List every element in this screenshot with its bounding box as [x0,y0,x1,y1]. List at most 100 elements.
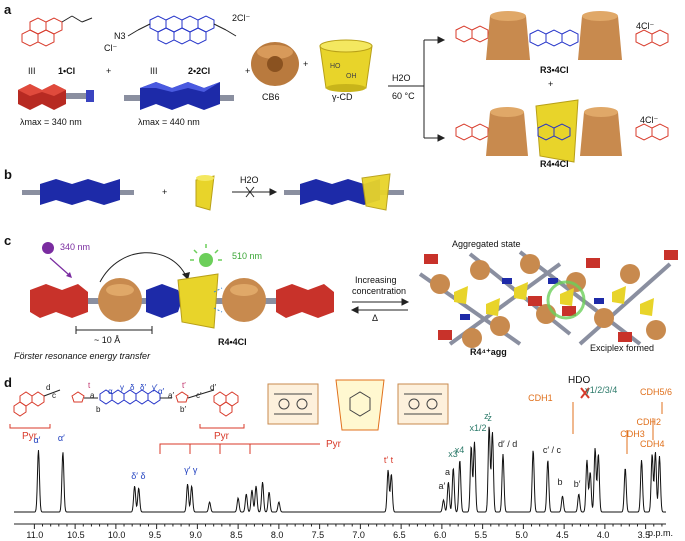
tick-label: 3.5 [637,530,651,540]
peak-label: x1/2 [469,423,487,433]
plus-1: + [106,66,112,76]
panel-b-graphics [22,173,404,211]
peak-label: α′ [57,433,65,443]
condition-solvent: H2O [392,73,411,83]
arrow-bottom-label: Δ [372,313,379,323]
peak-label: α′ [33,435,41,445]
emission-glow-icon [190,244,222,267]
compound-r4-c-label: R4•4Cl [218,337,247,347]
tick-label: 10.0 [107,530,126,540]
dichloride-label: 2Cl⁻ [232,13,251,23]
fret-label: Förster resonance energy transfer [14,351,151,361]
spectrum-trace [14,426,666,513]
counterion-r4: 4Cl⁻ [640,115,659,125]
peak-label: z [487,413,492,423]
pyrene-model-1 [18,84,94,110]
panel-a-graphics: HO OH [18,11,669,163]
panel-c-graphics [30,242,678,348]
axle-viologen-b2 [284,173,404,211]
structure-label: d [46,383,51,392]
tick-label: 4.0 [596,530,610,540]
exciplex-highlight [546,280,586,320]
structure-label: b′ [180,405,186,414]
gamma-cd-b [195,175,215,211]
excitation-light-icon [42,242,54,254]
structure-label: δ [130,383,135,392]
tick-label: 8.0 [270,530,284,540]
structure-label: γ [120,383,124,392]
tick-label: 5.5 [474,530,488,540]
cb6-model [251,42,299,86]
hdo-label: HDO [568,375,591,386]
pyr-peak-label: Pyr [326,439,341,450]
pyr-right-label: Pyr [214,431,229,442]
counterion-r3: 4Cl⁻ [636,21,655,31]
tick-label: 9.5 [148,530,162,540]
blocked-arrow [232,186,278,198]
viologen-model-2 [124,82,234,110]
peak-label: c′ / c [542,445,562,455]
peak-label: b′ [573,479,581,489]
condition-b: H2O [240,175,259,185]
structure-label: a′ [168,391,174,400]
peak-label: CDH3 [620,429,645,439]
pyr-left-label: Pyr [22,431,37,442]
peak-label: a′ [438,481,446,491]
peak-label: CDH2 [636,417,662,427]
products-plus: + [548,79,554,89]
peak-label: CDH1 [528,393,553,403]
condition-temperature: 60 °C [392,91,415,101]
aggregated-state-label: Aggregated state [452,239,521,249]
structure-label: α′ [158,387,165,396]
roman-1: III [28,66,36,76]
tick-label: 9.0 [189,530,202,540]
tick-label: 10.5 [67,530,85,540]
ppm-unit-label: p.p.m. [648,528,674,538]
peak-label: b [557,477,563,487]
pyrene-structure-1 [21,15,93,47]
peak-label: d′ / d [498,439,518,449]
compound-1-label: 1•Cl [58,66,76,76]
peak-label: CDH5/6 [640,387,673,397]
axle-structure [13,389,239,417]
distance-bar [75,326,153,334]
panel-c-letter: c [4,233,12,248]
rotaxane-r4-c [30,273,334,329]
pyr-brackets [9,424,245,429]
peak-label: x3 [448,449,458,459]
plus-b: + [162,187,168,197]
axle-viologen-b1 [22,179,134,205]
cb6-label: CB6 [262,92,280,102]
peak-label: y1/2/3/4 [585,385,618,395]
excitation-wavelength: 340 nm [60,242,91,252]
structure-label: c [52,391,56,400]
structure-label: a [90,391,95,400]
lambda-2: λmax = 440 nm [138,117,200,127]
ppm-axis [14,523,666,529]
tick-label: 6.0 [433,530,447,540]
chloride-label: Cl⁻ [104,43,118,53]
peak-label: t′ t [383,455,394,465]
aggregate-label: R4⁴⁺agg [470,347,507,357]
compound-2-label: 2•2Cl [188,66,211,76]
viologen-structure-2 [127,15,237,45]
arrow-top-line2: concentration [352,286,407,296]
structure-label: δ′ [140,383,146,392]
cd-leader-lines [572,402,663,454]
structure-label: c′ [196,391,202,400]
nmr-spectrum [14,426,666,513]
peak-label: z′ [484,411,491,421]
structure-label: b [96,405,101,414]
gamma-cd-label: γ-CD [332,92,353,102]
plus-2: + [245,66,251,76]
tick-label: 6.5 [393,530,406,540]
peak-label: x4 [454,445,465,455]
cb6-structure-right [397,383,449,425]
product-r4-label: R4•4Cl [540,159,569,169]
tick-label: 7.5 [311,530,325,540]
structure-label: d′ [210,383,216,392]
peak-label: δ′ δ [131,471,146,481]
product-r3-label: R3•4Cl [540,65,569,75]
tick-label: 8.5 [230,530,243,540]
structure-label: α [108,387,113,396]
